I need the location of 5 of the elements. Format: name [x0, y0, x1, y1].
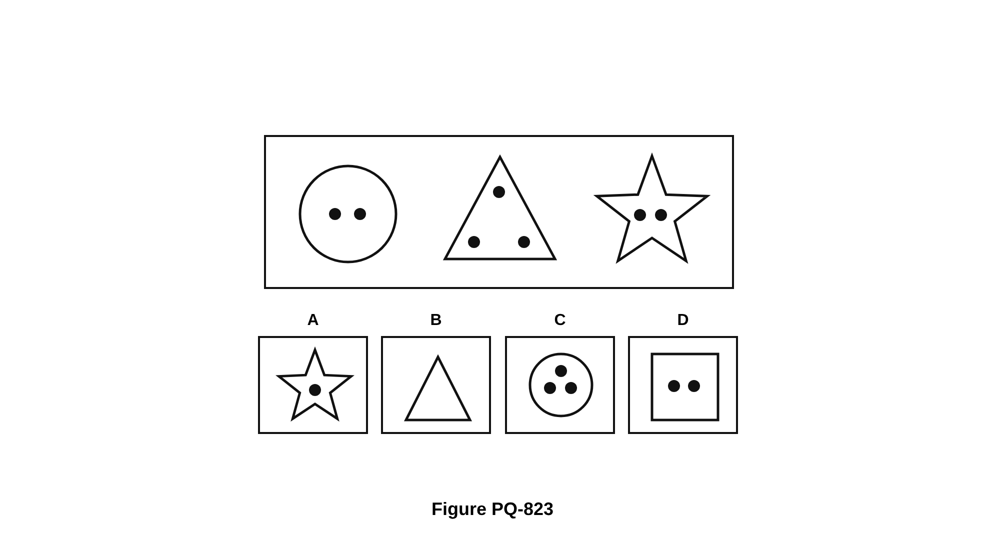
option-letter: A	[307, 312, 319, 330]
option-letter: C	[554, 312, 566, 330]
option-letter: D	[677, 312, 689, 330]
figure-caption: Figure PQ-823	[431, 498, 554, 520]
option-letter: B	[430, 312, 442, 330]
